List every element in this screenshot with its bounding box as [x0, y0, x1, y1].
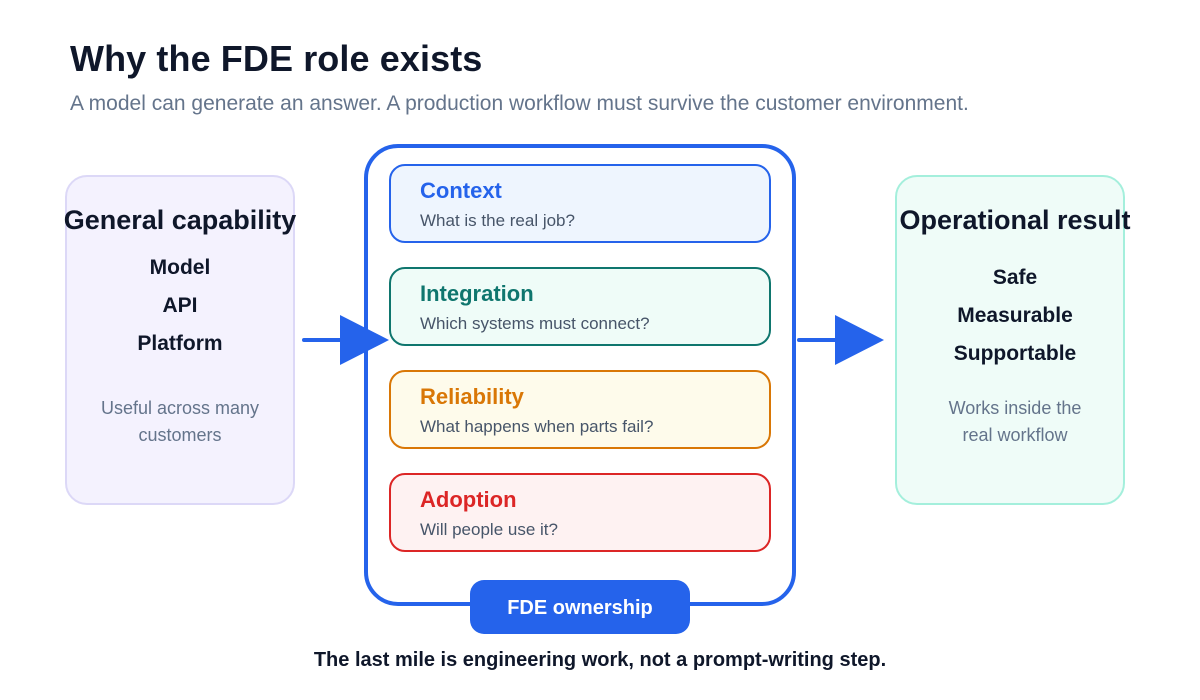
page-title: Why the FDE role exists: [70, 38, 483, 79]
page-subtitle: A model can generate an answer. A produc…: [70, 92, 969, 115]
general-capability-panel: [65, 175, 295, 505]
arrow-head: [835, 315, 884, 365]
result-item-measurable: Measurable: [957, 304, 1073, 327]
result-note-line: real workflow: [962, 425, 1068, 445]
step-question-reliability: What happens when parts fail?: [420, 417, 654, 436]
capability-note: Useful across many customers: [65, 395, 295, 449]
footer-statement: The last mile is engineering work, not a…: [313, 649, 887, 671]
capability-note-line: customers: [138, 425, 222, 445]
operational-result-panel: [895, 175, 1125, 505]
result-note: Works inside the real workflow: [900, 395, 1130, 449]
result-item-supportable: Supportable: [953, 342, 1077, 365]
general-capability-title: General capability: [63, 205, 297, 235]
result-note-line: Works inside the: [948, 398, 1082, 418]
capability-item-platform: Platform: [137, 332, 223, 355]
capability-item-model: Model: [149, 256, 211, 279]
step-question-context: What is the real job?: [420, 211, 575, 230]
arrow-right-icon: [797, 315, 884, 365]
capability-note-line: Useful across many: [100, 398, 260, 418]
result-item-safe: Safe: [992, 266, 1038, 289]
step-question-adoption: Will people use it?: [420, 520, 558, 539]
step-title-adoption: Adoption: [420, 487, 517, 512]
step-title-context: Context: [420, 178, 502, 203]
step-card-adoption: Adoption Will people use it?: [389, 473, 771, 552]
step-title-integration: Integration: [420, 281, 534, 306]
step-question-integration: Which systems must connect?: [420, 314, 650, 333]
step-card-context: Context What is the real job?: [389, 164, 771, 243]
step-title-reliability: Reliability: [420, 384, 524, 409]
operational-result-title: Operational result: [899, 205, 1131, 235]
fde-ownership-badge: FDE ownership: [470, 580, 690, 634]
step-card-integration: Integration Which systems must connect?: [389, 267, 771, 346]
capability-item-api: API: [162, 294, 198, 317]
result-list: Safe Measurable Supportable: [900, 259, 1130, 373]
step-card-reliability: Reliability What happens when parts fail…: [389, 370, 771, 449]
capability-list: Model API Platform: [65, 249, 295, 363]
